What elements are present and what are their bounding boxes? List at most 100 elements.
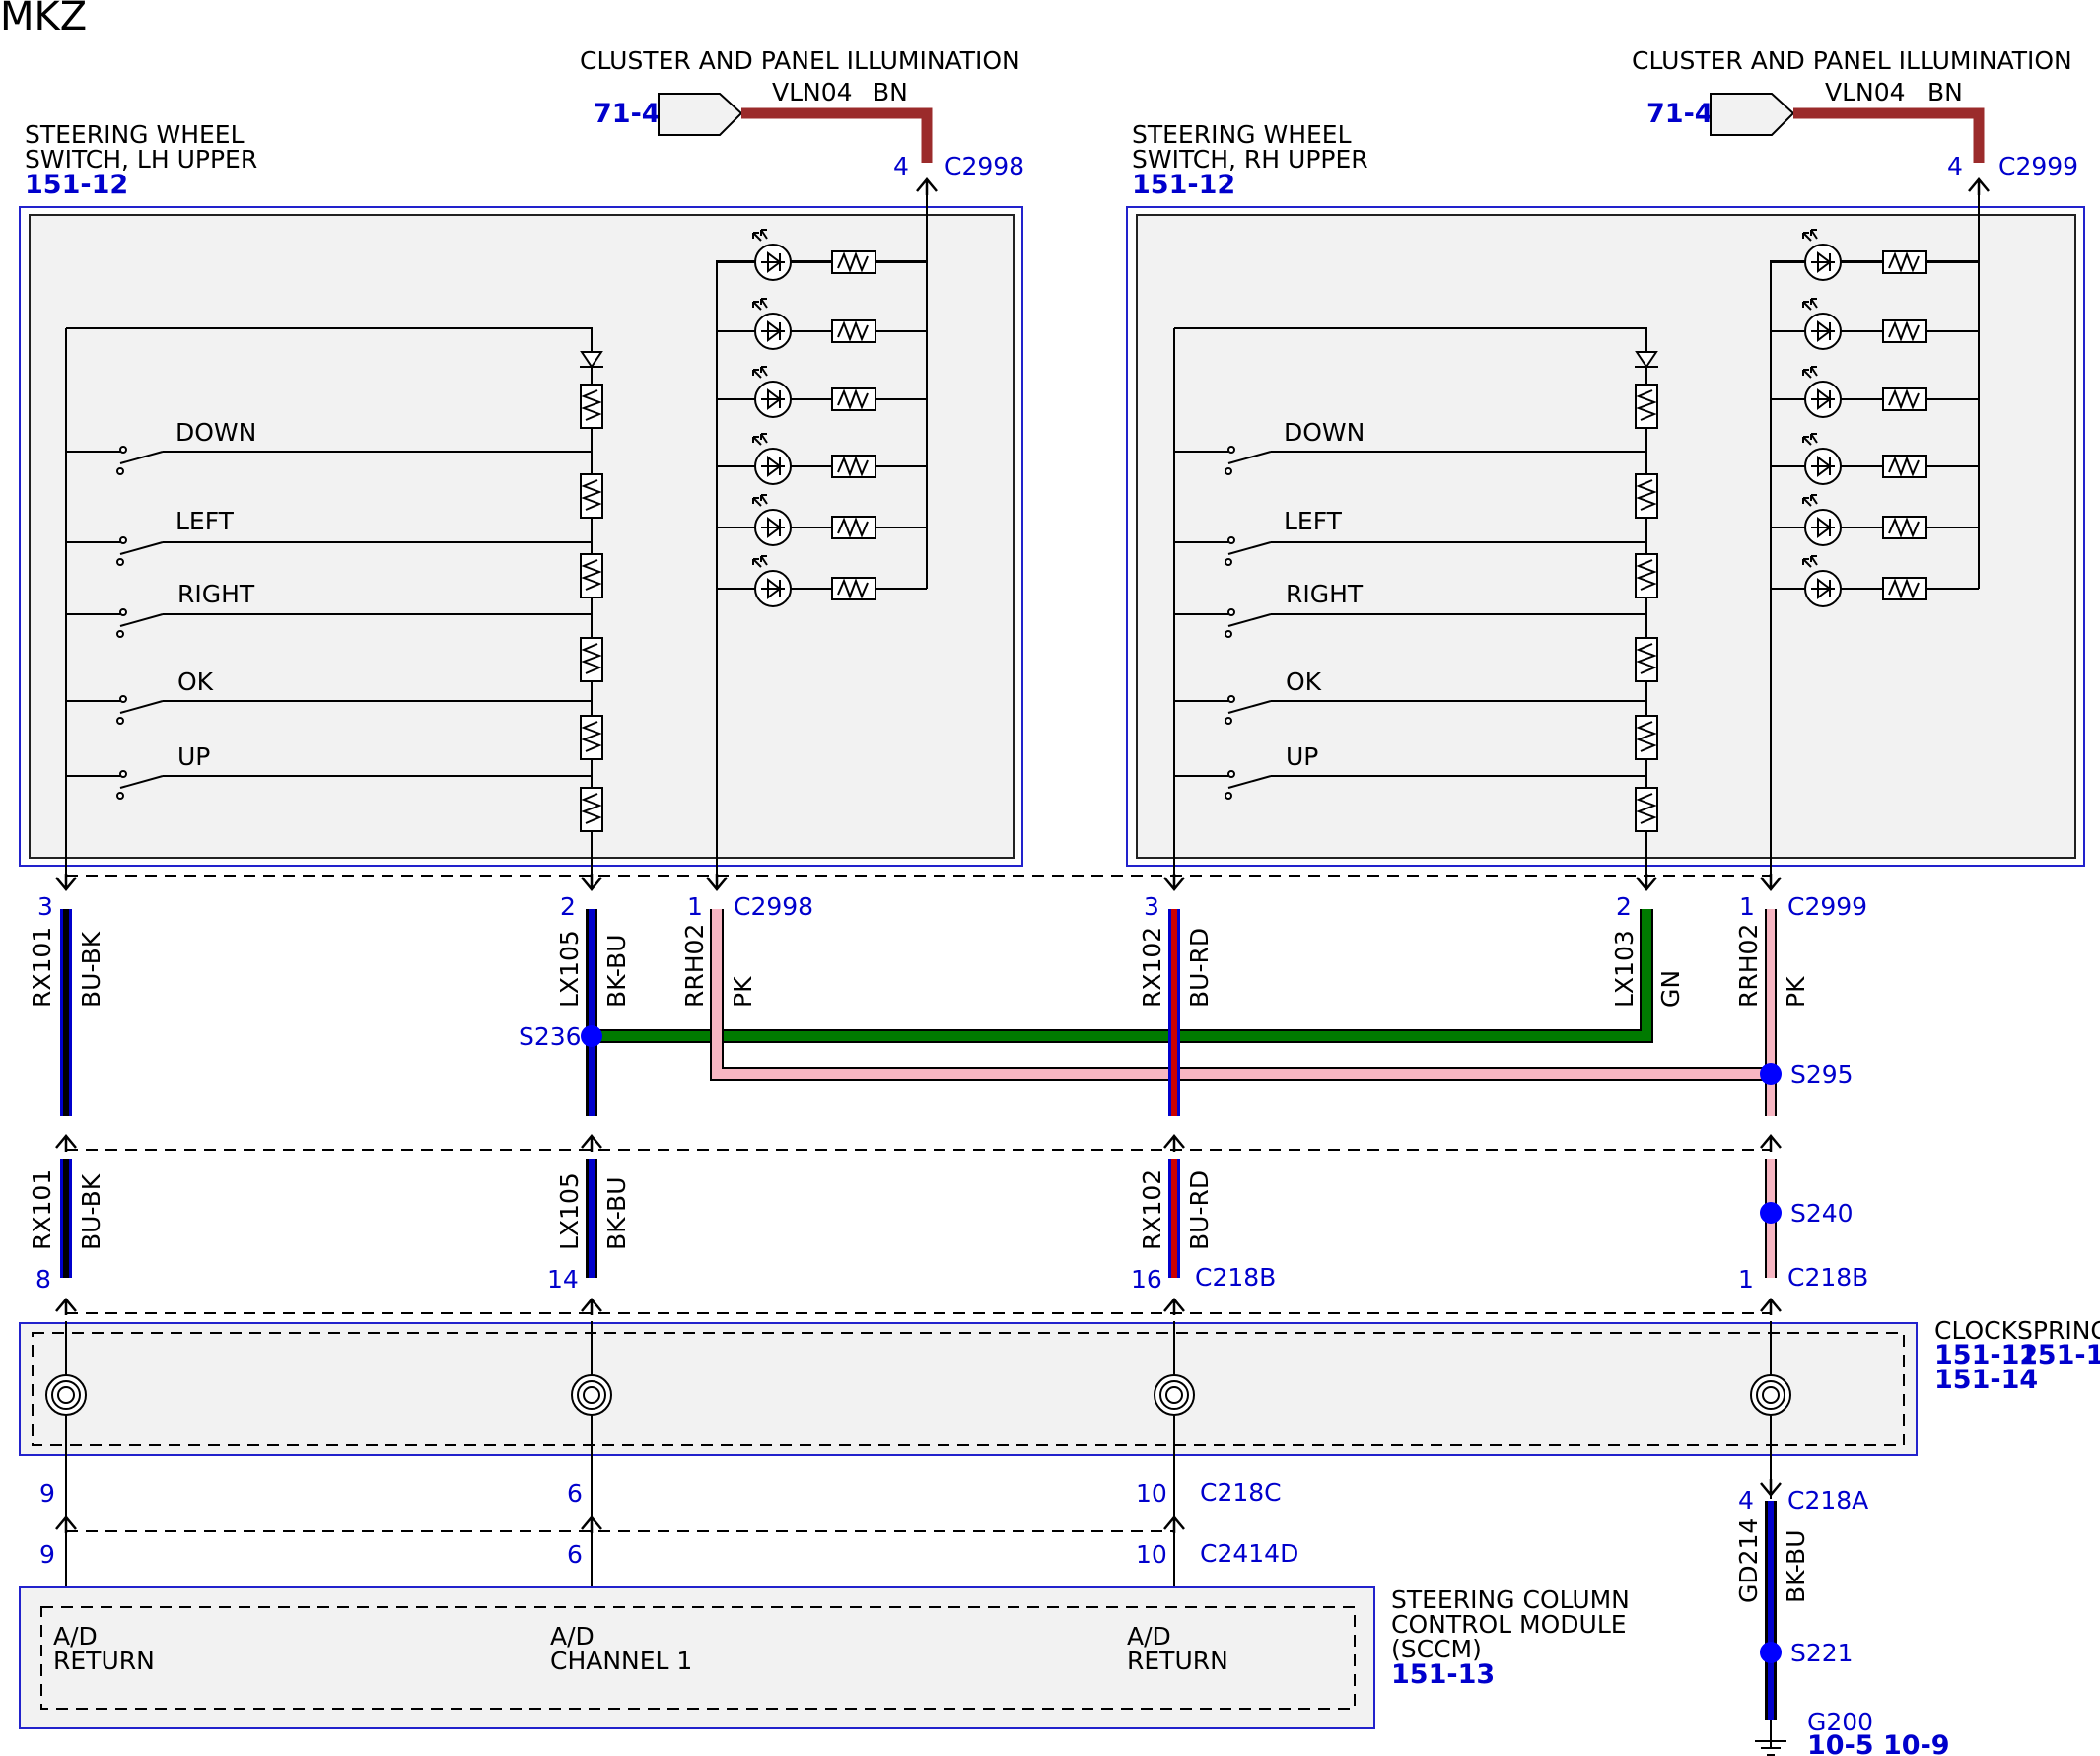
rh-switch-module: DOWN LEFT RIGHT OK UP (1126, 120, 2085, 887)
wire-lx105-lower-color: BK-BU (602, 1177, 631, 1251)
wire-gd214-color: BK-BU (1782, 1530, 1810, 1604)
switch-label-up: UP (177, 742, 210, 771)
wire-rx102-lower-color: BU-RD (1185, 1170, 1214, 1250)
lh-name-line1: STEERING WHEEL (25, 120, 245, 149)
splice-s221: S221 (1790, 1639, 1854, 1667)
sccm-port1-l2: RETURN (53, 1647, 155, 1675)
wire-rx102-color: BU-RD (1185, 928, 1214, 1008)
rh-switch-ok: OK (1174, 667, 1646, 725)
lh-illum-circuit: VLN04 (772, 78, 853, 106)
c218c-pin-10: 10 (1136, 1479, 1167, 1508)
sccm-port2-l2: CHANNEL 1 (550, 1647, 692, 1675)
switch-label-right: RIGHT (177, 580, 255, 608)
sccm-port1-l1: A/D (53, 1622, 98, 1651)
ground-ref1: 10-5 (1807, 1730, 1874, 1756)
sccm-name-line1: STEERING COLUMN (1391, 1585, 1630, 1614)
ground-name: G200 (1807, 1708, 1873, 1736)
wire-lx103-circuit: LX103 (1610, 930, 1639, 1008)
lh-illumination-feed: CLUSTER AND PANEL ILLUMINATION 71-4 VLN0… (580, 46, 1024, 197)
rh-illum-connector: C2999 (1998, 152, 2078, 180)
rh-switch-down: DOWN (1174, 418, 1646, 475)
c218b-pin-14: 14 (547, 1265, 579, 1294)
rh-illum-color: BN (1927, 78, 1963, 106)
switch-down: DOWN (66, 418, 592, 475)
rh-switch-right: RIGHT (1174, 580, 1646, 638)
wire-rx101-lower-circuit: RX101 (28, 1169, 56, 1250)
c218a-pin-4: 4 (1738, 1486, 1754, 1514)
ground-ref2: 10-9 (1883, 1730, 1950, 1756)
rh-switch-label-left: LEFT (1284, 507, 1343, 535)
c218b-connector-label-rh: C218B (1787, 1263, 1868, 1292)
wire-rx102-circuit: RX102 (1138, 927, 1166, 1008)
rh-switch-label-down: DOWN (1284, 418, 1365, 447)
rh-pin-3: 3 (1144, 892, 1159, 921)
ground-branch: 4 C218A GD214 BK-BU S221 G200 10-5 10-9 (1734, 1477, 1950, 1756)
sccm-port3-l2: RETURN (1127, 1647, 1228, 1675)
lh-name-line2: SWITCH, LH UPPER (25, 145, 257, 174)
rh-switch-up: UP (1174, 742, 1646, 800)
rh-ref: 151-12 (1132, 170, 1235, 200)
clockspring-name: CLOCKSPRING (1934, 1316, 2100, 1345)
c218c-connector: C218C (1200, 1478, 1282, 1507)
switch-ok: OK (66, 667, 592, 725)
clockspring-ref1: 151-12 (1934, 1340, 2038, 1370)
lh-illum-title: CLUSTER AND PANEL ILLUMINATION (580, 46, 1020, 75)
wire-lx105-lower-circuit: LX105 (555, 1172, 584, 1250)
lh-pin-2: 2 (560, 892, 576, 921)
clockspring-module: CLOCKSPRING 151-12 151-13 151-14 (19, 1316, 2100, 1607)
c218b-pin-8: 8 (35, 1265, 51, 1294)
rh-name-line2: SWITCH, RH UPPER (1132, 145, 1368, 174)
sccm-port3-l1: A/D (1127, 1622, 1171, 1651)
splice-s240: S240 (1790, 1199, 1854, 1228)
c218a-connector: C218A (1787, 1486, 1868, 1514)
rh-switch-label-right: RIGHT (1286, 580, 1364, 608)
sccm-name-line3: (SCCM) (1391, 1635, 1482, 1663)
c218b-pin-1: 1 (1738, 1265, 1754, 1294)
lh-illum-color: BN (873, 78, 908, 106)
wire-rrh02-rh-circuit: RRH02 (1734, 924, 1763, 1008)
rh-illum-pin: 4 (1947, 152, 1963, 180)
rh-switch-label-ok: OK (1286, 667, 1322, 696)
wire-rrh02-lh-color: PK (729, 976, 757, 1008)
rh-illumination-leds (1771, 229, 1979, 607)
rh-illum-circuit: VLN04 (1825, 78, 1906, 106)
c218b-pin-16: 16 (1131, 1265, 1162, 1294)
illumination-leds (717, 229, 927, 607)
rh-name-line1: STEERING WHEEL (1132, 120, 1352, 149)
lh-illum-pin: 4 (893, 152, 909, 180)
upper-wires (60, 909, 1782, 1116)
lh-pin-1: 1 (687, 892, 703, 921)
splice-s295: S295 (1790, 1060, 1854, 1089)
rh-switch-left: LEFT (1174, 507, 1646, 566)
wire-rx101-circuit: RX101 (28, 927, 56, 1008)
rh-illum-ref: 71-4 (1646, 99, 1714, 129)
c2414d-pin-10: 10 (1136, 1540, 1167, 1569)
wire-rx102-lower-circuit: RX102 (1138, 1169, 1166, 1250)
wire-gd214-circuit: GD214 (1734, 1518, 1763, 1603)
wire-rrh02-lh-circuit: RRH02 (680, 924, 709, 1008)
lh-out-connector: C2998 (734, 892, 813, 921)
wire-rx101-color: BU-BK (77, 931, 105, 1008)
sccm-port2-l1: A/D (550, 1622, 595, 1651)
switch-right: RIGHT (66, 580, 592, 638)
switch-label-left: LEFT (175, 507, 235, 535)
lh-illum-connector: C2998 (945, 152, 1024, 180)
sccm-module: A/D RETURN A/D CHANNEL 1 A/D RETURN STEE… (19, 1585, 1630, 1729)
c2414d-pin-6: 6 (567, 1540, 583, 1569)
lh-illum-ref: 71-4 (594, 99, 661, 129)
rh-illum-title: CLUSTER AND PANEL ILLUMINATION (1632, 46, 2072, 75)
clockspring-ref3: 151-14 (1934, 1365, 2038, 1395)
page-title: MKZ (0, 0, 87, 39)
lh-pin-3: 3 (37, 892, 53, 921)
c218c-pin-9: 9 (39, 1479, 55, 1508)
clockspring-ref2: 151-13 (2019, 1340, 2100, 1370)
c218b-connector-label: C218B (1195, 1263, 1276, 1292)
switch-label-ok: OK (177, 667, 214, 696)
rh-out-connector: C2999 (1787, 892, 1867, 921)
lower-wires (60, 1159, 1782, 1278)
wire-lx105-color: BK-BU (602, 935, 631, 1009)
switch-up: UP (66, 742, 592, 800)
wire-rrh02-rh-color: PK (1782, 976, 1810, 1008)
rh-pin-1: 1 (1739, 892, 1755, 921)
